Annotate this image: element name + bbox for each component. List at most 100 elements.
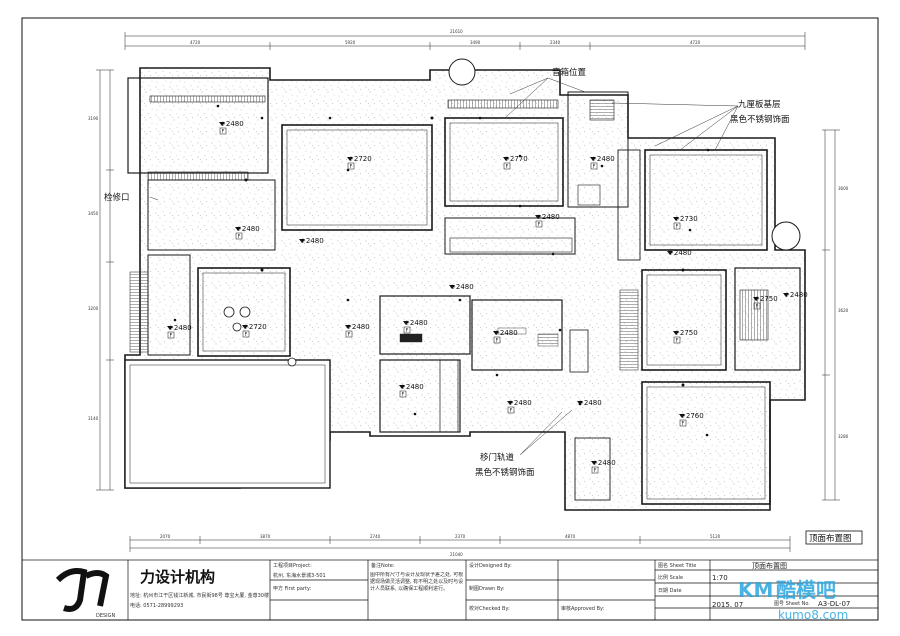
svg-text:2740: 2740	[370, 534, 381, 539]
project-label: 工程项目Project:	[273, 562, 312, 569]
room-center-a	[379, 295, 471, 355]
svg-text:F: F	[682, 421, 685, 427]
closet-c	[439, 359, 459, 433]
plywood-finish-note: 黑色不锈钢饰面	[730, 114, 790, 125]
access-hatch-note: 检修口	[104, 192, 130, 203]
svg-text:F: F	[238, 234, 241, 240]
plywood-base-note: 九厘板基层	[738, 99, 781, 110]
floor-plan	[124, 58, 806, 511]
scale-label: 比例 Scale	[658, 574, 683, 581]
room-east-mid-inner	[646, 274, 722, 366]
level-tag: +2480	[783, 291, 808, 299]
svg-text:+2730: +2730	[674, 215, 698, 223]
svg-text:5120: 5120	[710, 534, 721, 539]
living-tray-inner	[286, 129, 428, 226]
level-tag: +2480	[577, 399, 602, 407]
speaker-position-note: 音箱位置	[552, 67, 587, 78]
svg-text:+2480: +2480	[168, 324, 192, 332]
svg-text:F: F	[350, 164, 353, 170]
svg-text:21040: 21040	[450, 552, 463, 557]
svg-text:3600: 3600	[838, 186, 849, 191]
svg-text:3140: 3140	[88, 416, 99, 421]
svg-text:+2480: +2480	[591, 155, 615, 163]
bath-slats	[739, 289, 769, 341]
svg-text:+2480: +2480	[668, 249, 692, 257]
level-tag: +2480	[299, 237, 324, 245]
svg-text:酷模吧: 酷模吧	[776, 578, 836, 602]
room-center-north	[444, 117, 564, 207]
sheet-title-box	[805, 530, 863, 545]
svg-text:3190: 3190	[88, 116, 99, 121]
round-column-north	[448, 58, 476, 86]
svg-text:F: F	[406, 328, 409, 334]
svg-text:+2480: +2480	[450, 283, 474, 291]
round-column-east	[771, 221, 801, 251]
svg-text:+2480: +2480	[784, 291, 808, 299]
svg-text:+2480: +2480	[404, 319, 428, 327]
sheet-title-label: 图名 Sheet Title	[658, 562, 696, 569]
date-value: 2015. 07	[712, 601, 743, 609]
dimension-values: 21610 4720 5920 3490 2340 4720 2070 3870…	[88, 29, 849, 557]
svg-text:F: F	[402, 392, 405, 398]
watermark: KM 酷模吧 kumo8.com	[738, 578, 848, 622]
svg-text:+2480: +2480	[220, 120, 244, 128]
room-west-mid	[197, 267, 291, 357]
sheet-no-value: A3-DL-07	[818, 600, 850, 608]
svg-text:F: F	[222, 129, 225, 135]
title-block	[21, 559, 879, 621]
svg-text:+2770: +2770	[504, 155, 528, 163]
room-east-bath	[734, 267, 801, 371]
svg-text:3450: 3450	[88, 211, 99, 216]
company-phone: 电话: 0571-28999293	[130, 602, 183, 609]
room-east-upper	[644, 149, 768, 251]
scale-value: 1:70	[712, 574, 728, 582]
cabinet-row	[444, 217, 576, 255]
level-tag: +2480	[449, 283, 474, 291]
svg-text:F: F	[594, 468, 597, 474]
leader-lines	[149, 77, 739, 456]
svg-text:2340: 2340	[550, 40, 561, 45]
level-tag: +2480	[667, 249, 692, 257]
svg-text:3870: 3870	[260, 534, 271, 539]
company-logo: DESIGN	[55, 568, 116, 619]
svg-text:F: F	[593, 164, 596, 170]
room-center-b	[471, 299, 563, 371]
svg-text:KM: KM	[738, 578, 773, 602]
remarks-text: 图中所有尺寸与设计及现状予差之处, 可根据现场做灵活调整, 有不明之处以及时与设…	[370, 572, 464, 592]
svg-text:F: F	[245, 332, 248, 338]
svg-text:kumo8.com: kumo8.com	[778, 608, 848, 622]
svg-text:+2720: +2720	[243, 323, 267, 331]
svg-text:F: F	[170, 333, 173, 339]
sheet-title: 顶面布置图	[809, 533, 852, 544]
svg-text:+2480: +2480	[236, 225, 260, 233]
sheet-no-label: 图号 Sheet No.	[774, 601, 810, 607]
project-value: 杭州, 东海水景城3-501	[273, 572, 326, 579]
remarks-label: 备注Note:	[371, 562, 395, 569]
svg-text:5920: 5920	[345, 40, 356, 45]
svg-text:+2480: +2480	[400, 383, 424, 391]
svg-text:3620: 3620	[838, 308, 849, 313]
svg-text:+2480: +2480	[508, 399, 532, 407]
nw-lightstrip	[149, 95, 266, 103]
svg-text:3280: 3280	[838, 434, 849, 439]
door-track-note: 移门轨道	[480, 452, 515, 463]
balcony-sw	[124, 359, 331, 489]
svg-text:F: F	[676, 338, 679, 344]
room-west-mid-inner	[202, 272, 286, 352]
svg-text:F: F	[676, 224, 679, 230]
